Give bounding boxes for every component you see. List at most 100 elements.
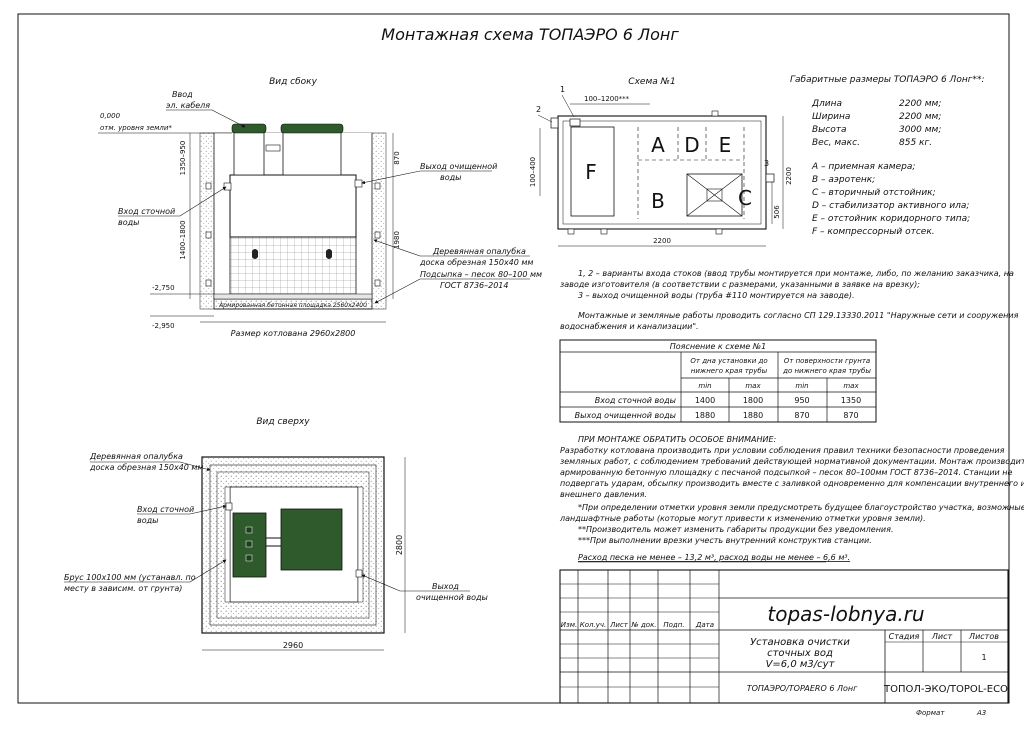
side-anchor-left xyxy=(252,249,258,259)
top-formwork-leader xyxy=(90,461,211,471)
side-anchor-right xyxy=(326,249,332,259)
side-post xyxy=(374,231,381,239)
scheme-small-dim: 506 xyxy=(773,205,781,219)
title-block: Изм. Кол.уч. Лист № док. Подп. Дата topa… xyxy=(559,569,1009,717)
ground-level-value: 0,000 xyxy=(100,112,121,120)
attention-line: внешнего давления. xyxy=(560,490,647,499)
side-dim-d: 1980 xyxy=(393,231,401,249)
scheme-foot xyxy=(715,228,723,235)
side-dim-c: 870 xyxy=(393,151,401,164)
cable-label-1: Ввод xyxy=(172,90,193,99)
table-group-1-line-2: нижнего края трубы xyxy=(691,367,768,375)
attention-line: подвергать ударам, обсыпку производить в… xyxy=(560,479,1024,488)
top-inlet-label-1: Вход сточной xyxy=(137,505,194,514)
top-inlet-leader xyxy=(137,504,227,515)
table-max: max xyxy=(745,382,761,390)
scheme-bottom-dim: 2200 xyxy=(653,237,671,245)
table-min: min xyxy=(795,382,808,390)
note-line: заводе изготовителя (в соответствии с ра… xyxy=(560,280,920,289)
side-neck-left xyxy=(233,131,265,176)
note-line: 3 – выход очищенной воды (труба #110 мон… xyxy=(578,291,855,300)
pipe-number-3: 3 xyxy=(764,159,769,168)
scheme-1: Схема №1 A D E F B C 1 2 3 100–1200 xyxy=(529,77,793,247)
table-row-label: Выход очищенной воды xyxy=(575,411,676,420)
top-dim-h: 2800 xyxy=(395,535,404,555)
top-beam xyxy=(224,486,231,603)
side-view: Вид сбоку Армированная бетонная площадка… xyxy=(98,77,542,338)
stamp-col: Изм. xyxy=(561,621,577,629)
attention-block: ПРИ МОНТАЖЕ ОБРАТИТЬ ОСОБОЕ ВНИМАНИЕ: Ра… xyxy=(559,435,1024,563)
side-sand-label-2: ГОСТ 8736–2014 xyxy=(440,281,509,290)
attention-line: земляных работ, с соблюдением требований… xyxy=(560,457,1024,466)
scheme-foot xyxy=(711,110,719,117)
side-tank-body xyxy=(229,174,357,238)
top-beam-label-1: Брус 100х100 мм (устанавл. по xyxy=(64,573,196,582)
scheme-heading: Схема №1 xyxy=(628,77,675,87)
side-formwork-label-1: Деревянная опалубка xyxy=(432,247,526,256)
top-inlet-pipe xyxy=(225,502,233,511)
legend-item: C – вторичный отстойник; xyxy=(812,188,936,198)
scheme-right-dim: 2200 xyxy=(785,167,793,185)
clarifier-box xyxy=(686,173,743,217)
pipe-2-leader xyxy=(537,114,553,123)
attention-line: армированную бетонную площадку с песчано… xyxy=(560,468,1013,477)
stamp-col: № док. xyxy=(630,621,656,629)
format-label: Формат xyxy=(916,709,945,717)
side-cover-right xyxy=(280,123,344,134)
table-cell: 1350 xyxy=(841,396,861,405)
side-view-heading: Вид сбоку xyxy=(269,77,318,87)
pipe-number-2: 2 xyxy=(536,105,541,114)
product-line: сточных вод xyxy=(767,648,833,659)
footnote: ***При выполнении врезки учесть внутренн… xyxy=(578,536,872,545)
cable-label-2: эл. кабеля xyxy=(166,101,210,110)
footnote: *При определении отметки уровня земли пр… xyxy=(578,503,1024,512)
clarifier-core xyxy=(706,188,723,202)
dim-key: Высота xyxy=(812,125,847,135)
scheme-left-dim: 100–400 xyxy=(529,157,537,187)
side-post xyxy=(374,182,381,190)
side-sand-label-1: Подсыпка – песок 80–100 мм xyxy=(420,270,542,279)
scheme-foot xyxy=(600,228,608,235)
dim-value: 855 кг. xyxy=(899,138,932,148)
top-outlet-label-2: очищенной воды xyxy=(416,593,488,602)
company-name: ТОПОЛ-ЭКО/TOPOL-ECO xyxy=(883,684,1008,695)
cell-B: B xyxy=(651,189,665,213)
inlet-pipe-1 xyxy=(569,118,581,127)
dimensions-block: Габаритные размеры ТОПАЭРО 6 Лонг**: Дли… xyxy=(790,75,984,148)
side-post xyxy=(205,279,212,287)
table-cell: 870 xyxy=(843,411,858,420)
footnote: **Производитель может изменить габариты … xyxy=(578,525,893,534)
stamp-col: Лист xyxy=(609,621,629,629)
side-inlet-leader xyxy=(118,186,227,217)
scheme-top-dim: 100–1200*** xyxy=(584,95,630,103)
top-formwork xyxy=(209,464,377,626)
dim-value: 2200 мм; xyxy=(899,99,941,109)
scheme-foot xyxy=(567,228,575,235)
top-beam xyxy=(357,486,364,603)
side-post xyxy=(205,231,212,239)
dimensions-heading: Габаритные размеры ТОПАЭРО 6 Лонг**: xyxy=(790,75,984,85)
side-formwork-label-2: доска обрезная 150х40 мм xyxy=(419,258,533,267)
top-view: Вид сверху Деревянная опалубка доска обр… xyxy=(64,417,488,651)
top-outlet-leader xyxy=(361,574,470,592)
side-outlet-leader xyxy=(361,170,492,185)
cable-leader xyxy=(166,109,246,128)
outlet-pipe-3 xyxy=(765,173,775,183)
table-max: max xyxy=(843,382,859,390)
level-2: -2,950 xyxy=(152,322,175,330)
side-post xyxy=(374,279,381,287)
side-outlet-label-2: воды xyxy=(440,173,461,182)
dim-value: 2200 мм; xyxy=(899,112,941,122)
scheme-inner xyxy=(562,120,762,225)
dim-key: Длина xyxy=(811,99,842,109)
website: topas-lobnya.ru xyxy=(767,602,924,626)
clarifier-diag xyxy=(686,173,743,217)
legend-item: B – аэротенк; xyxy=(812,175,875,185)
sp-note-line: водоснабжения и канализации". xyxy=(560,322,699,331)
side-base xyxy=(213,293,373,300)
pit-size: Размер котлована 2960х2800 xyxy=(231,329,356,338)
side-tank-lower xyxy=(229,236,357,295)
legend-item: F – компрессорный отсек. xyxy=(812,227,935,237)
